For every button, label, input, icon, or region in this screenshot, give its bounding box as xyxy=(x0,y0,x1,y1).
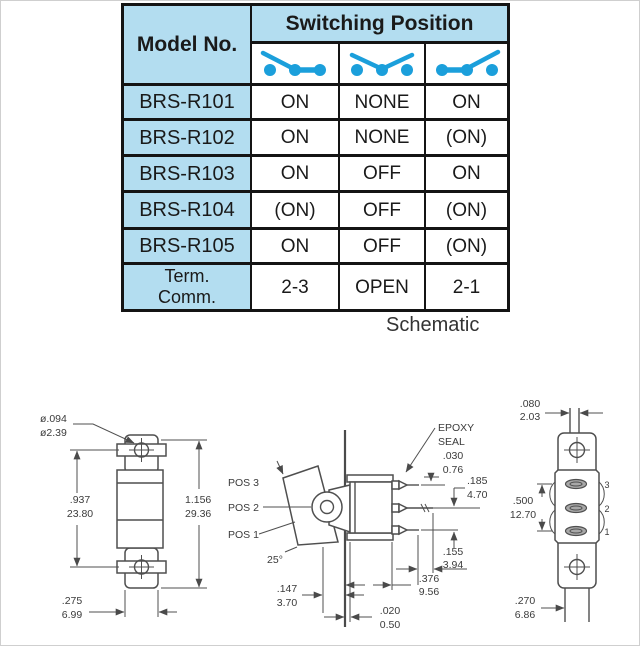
front-bottom-hole xyxy=(129,555,154,579)
pivot-hole xyxy=(319,499,335,515)
model-cell: BRS-R102 xyxy=(124,121,250,154)
model-cell: BRS-R101 xyxy=(124,86,250,118)
rear-bottom-hole xyxy=(564,554,590,580)
value-cell: ON xyxy=(426,157,507,190)
term-value-cell: 2-3 xyxy=(252,265,338,309)
dim-155-in: .155 xyxy=(443,546,464,558)
label-pos1: POS 1 xyxy=(228,529,259,541)
terminal-number-2: 2 xyxy=(604,504,609,514)
switching-position-header: Switching Position xyxy=(252,6,507,41)
value-cell: (ON) xyxy=(426,230,507,262)
value-cell: OFF xyxy=(340,193,424,227)
dim-270-mm: 6.86 xyxy=(515,609,536,621)
dim-147-in: .147 xyxy=(277,583,298,595)
dim-155-mm: 3.94 xyxy=(443,559,464,571)
switch-lever-center-open-icon xyxy=(349,52,415,76)
dim-hole-spacing-in: .937 xyxy=(70,494,91,506)
value-cell: ON xyxy=(426,86,507,118)
terminal-middle xyxy=(391,502,433,514)
terminal-pad-1 xyxy=(564,525,588,537)
value-cell: OFF xyxy=(340,230,424,262)
terminal-number-1: 1 xyxy=(604,527,609,537)
value-cell: ON xyxy=(252,230,338,262)
value-cell: ON xyxy=(252,157,338,190)
dim-overall-mm: 29.36 xyxy=(185,508,211,520)
dim-185-in: .185 xyxy=(467,475,487,487)
left-clip xyxy=(549,481,556,535)
switch-position-icon-cell-2 xyxy=(340,44,424,83)
model-cell: BRS-R103 xyxy=(124,157,250,190)
term-value-cell: 2-1 xyxy=(426,265,507,309)
front-top-hole xyxy=(129,438,154,462)
dim-hole-spacing-mm: 23.80 xyxy=(67,508,93,520)
switch-position-icon-cell-1 xyxy=(252,44,338,83)
right-clip xyxy=(598,481,605,535)
housing-body xyxy=(349,481,393,534)
value-cell: NONE xyxy=(340,121,424,154)
terminal-number-3: 3 xyxy=(604,480,609,490)
side-view-drawing: POS 3 POS 2 POS 1 25° EPOXY SEAL .030 0.… xyxy=(228,422,487,631)
label-epoxy-seal-1: EPOXY xyxy=(438,422,474,434)
switch-position-icon-cell-3 xyxy=(426,44,507,83)
rear-top-hole xyxy=(564,437,590,463)
front-view-drawing: ø.094 ø2.39 .937 23.80 1.156 29.36 .275 … xyxy=(40,413,211,621)
dim-376-mm: 9.56 xyxy=(419,586,440,598)
rear-view-drawing: .080 2.03 xyxy=(510,398,610,622)
terminal-top xyxy=(391,479,419,491)
value-cell: NONE xyxy=(340,86,424,118)
dim-080-in: .080 xyxy=(520,398,541,410)
dim-hole-dia-mm: ø2.39 xyxy=(40,427,67,439)
label-epoxy-seal-2: SEAL xyxy=(438,436,465,448)
dim-147-mm: 3.70 xyxy=(277,597,298,609)
term-value-cell: OPEN xyxy=(340,265,424,309)
value-cell: ON xyxy=(252,121,338,154)
dim-flange-mm: 6.99 xyxy=(62,609,83,621)
term-label-line2: Comm. xyxy=(158,287,216,307)
term-label-line1: Term. xyxy=(164,266,210,287)
housing-top-flange xyxy=(346,474,394,483)
housing-bottom-flange xyxy=(346,532,394,541)
terminal-bottom xyxy=(391,524,419,536)
dim-185-mm: 4.70 xyxy=(467,489,487,501)
terminal-pad-2 xyxy=(564,502,588,514)
label-pos3: POS 3 xyxy=(228,477,259,489)
switch-lever-left-closed-right-icon xyxy=(260,50,326,76)
value-cell: (ON) xyxy=(426,121,507,154)
dim-080-mm: 2.03 xyxy=(520,411,541,423)
model-no-header: Model No. xyxy=(124,6,250,83)
dim-020-mm: 0.50 xyxy=(380,619,401,631)
dim-030-in: .030 xyxy=(443,450,464,462)
value-cell: (ON) xyxy=(252,193,338,227)
terminal-pad-3 xyxy=(564,478,588,490)
model-cell: BRS-R104 xyxy=(124,193,250,227)
dim-hole-dia-in: ø.094 xyxy=(40,413,67,425)
dim-376-in: .376 xyxy=(419,573,440,585)
value-cell: ON xyxy=(252,86,338,118)
value-cell: OFF xyxy=(340,157,424,190)
dim-020-in: .020 xyxy=(380,605,401,617)
schematic-caption: Schematic xyxy=(386,314,480,336)
model-cell: BRS-R105 xyxy=(124,230,250,262)
front-body xyxy=(116,469,164,549)
label-angle: 25° xyxy=(267,554,283,566)
switch-lever-right-closed-left-icon xyxy=(435,49,500,76)
dim-overall-in: 1.156 xyxy=(185,494,211,506)
dim-030-mm: 0.76 xyxy=(443,464,464,476)
dim-flange-in: .275 xyxy=(62,595,83,607)
term-comm-label: Term. Comm. xyxy=(124,265,250,309)
dim-500-mm: 12.70 xyxy=(510,509,536,521)
dim-270-in: .270 xyxy=(515,595,536,607)
dim-500-in: .500 xyxy=(513,495,534,507)
value-cell: (ON) xyxy=(426,193,507,227)
label-pos2: POS 2 xyxy=(228,502,259,514)
pivot-boss xyxy=(311,491,343,523)
switching-position-table: Model No. Switching Position xyxy=(121,3,510,312)
